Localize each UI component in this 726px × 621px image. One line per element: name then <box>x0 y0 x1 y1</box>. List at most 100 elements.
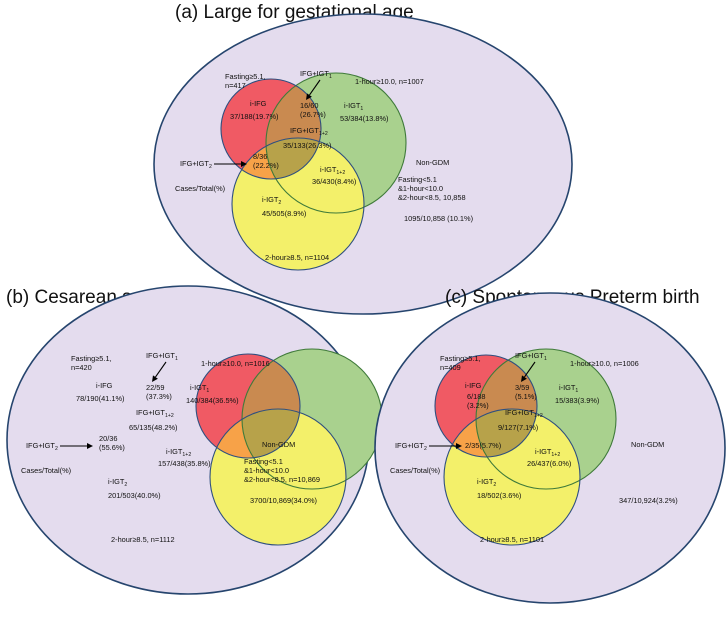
panel-a-i-ifg-value: 37/188(19.7%) <box>230 112 278 121</box>
panel-c-i-ifg-value-line-2: (3.2%) <box>467 401 489 410</box>
panel-a-ifg-igt2-label: IFG+IGT2 <box>180 159 212 170</box>
panel-b: (b) Cesarean sectionFasting≥5.1,n=420IFG… <box>6 285 383 595</box>
panel-b-ifg-igt1-label-text: IFG+IGT <box>146 351 175 360</box>
panel-a-i-ifg-label: i-IFG <box>250 99 267 108</box>
panel-a-i-igt1-label-subscript: 1 <box>360 106 363 112</box>
panel-c-arrow-ifg-igt2-head <box>456 443 462 449</box>
panel-a-i-igt2-label: i-IGT2 <box>262 195 281 206</box>
panel-b-ifg-igt1-value-line-2: (37.3%) <box>146 392 172 401</box>
panel-a-igt2-outline <box>231 137 365 271</box>
panel-c-i-ifg-label: i-IFG <box>465 381 482 390</box>
panel-c-fasting-label-line-2: n=409 <box>440 363 461 372</box>
panel-a-fasting-label-line-2: n=417 <box>225 81 246 90</box>
panel-c-i-igt12-value: 26/437(6.0%) <box>527 459 571 468</box>
panel-a-non-gdm-label: Non-GDM <box>416 158 449 167</box>
panel-a-ifg-igt1-label-subscript: 1 <box>329 74 332 80</box>
panel-b-arrow-ifg-igt1-shaft <box>154 361 167 378</box>
panel-c-i-igt1-label-text: i-IGT <box>559 383 576 392</box>
panel-c: (c) Spontaneous Preterm birthFasting≥5.1… <box>374 287 726 604</box>
panel-b-ifg-igt1-label-subscript: 1 <box>175 356 178 362</box>
panel-b-non-gdm-definition-line-3: &2-hour<8.5, n=10,869 <box>244 475 320 484</box>
panel-b-non-gdm-label: Non-GDM <box>262 440 295 449</box>
panel-c-triple-label-text: IFG+IGT <box>505 408 534 417</box>
panel-c-ifg-igt1-label: IFG+IGT1 <box>515 351 547 362</box>
panel-b-triple-label-text: IFG+IGT <box>136 408 165 417</box>
panel-a-two-hour-label: 2-hour≥8.5, n=1104 <box>265 253 329 262</box>
panel-b-i-ifg-value: 78/190(41.1%) <box>76 394 124 403</box>
panel-c-triple-label: IFG+IGT1+2 <box>505 408 543 419</box>
panel-a-fasting-label-line-1: Fasting≥5.1, <box>225 72 266 81</box>
panel-b-i-igt12-label: i-IGT1+2 <box>166 447 191 458</box>
panel-c-i-igt1-value: 15/383(3.9%) <box>555 396 599 405</box>
panel-b-i-igt12-label-subscript: 1+2 <box>182 452 191 458</box>
panel-c-triple-label-subscript: 1+2 <box>534 413 543 419</box>
panel-a: (a) Large for gestational ageFasting≥5.1… <box>153 2 573 315</box>
panel-c-i-igt2-label-subscript: 2 <box>493 482 496 488</box>
panel-c-i-igt1-label-subscript: 1 <box>575 388 578 394</box>
panel-a-ifg-igt2-overlap <box>232 138 321 179</box>
panel-b-i-ifg-label: i-IFG <box>96 381 113 390</box>
panel-a-ifg-igt1-value-line-1: 16/60 <box>300 101 319 110</box>
panel-a-ifg-igt2-label-text: IFG+IGT <box>180 159 209 168</box>
panel-c-i-igt12-label: i-IGT1+2 <box>535 447 560 458</box>
panel-a-ifg-igt2-value-line-2: (22.2%) <box>253 161 279 170</box>
panel-c-i-igt1-label: i-IGT1 <box>559 383 578 394</box>
panel-a-ifg-igt1-label-text: IFG+IGT <box>300 69 329 78</box>
panel-a-i-igt2-label-subscript: 2 <box>278 200 281 206</box>
panel-b-i-igt1-label-subscript: 1 <box>206 388 209 394</box>
panel-a-i-igt1-value: 53/384(13.8%) <box>340 114 388 123</box>
panel-a-igt1-outline <box>265 72 407 214</box>
panel-b-ifg-igt2-value-line-2: (55.6%) <box>99 443 125 452</box>
panel-c-ifg-igt1-label-text: IFG+IGT <box>515 351 544 360</box>
panel-b-fasting-label-line-1: Fasting≥5.1, <box>71 354 112 363</box>
panel-b-arrow-ifg-igt1-head <box>152 375 158 382</box>
panel-b-ifg-igt2-label-text: IFG+IGT <box>26 441 55 450</box>
panel-c-i-igt12-label-text: i-IGT <box>535 447 552 456</box>
panel-b-non-gdm-definition-line-2: &1-hour<10.0 <box>244 466 289 475</box>
panel-b-i-igt2-label: i-IGT2 <box>108 477 127 488</box>
panel-b-two-hour-label: 2-hour≥8.5, n=1112 <box>111 535 175 544</box>
panel-c-ifg-igt1-value-line-1: 3/59 <box>515 383 529 392</box>
panel-c-arrow-ifg-igt1-shaft <box>523 361 536 378</box>
panel-b-arrow-ifg-igt2-head <box>87 443 93 449</box>
panel-a-i-igt12-label: i-IGT1+2 <box>320 165 345 176</box>
panel-b-ifg-outline <box>195 353 301 459</box>
panel-a-arrow-ifg-igt1-head <box>306 93 312 100</box>
panel-a-non-gdm-definition-line-3: &2-hour<8.5, 10,858 <box>398 193 466 202</box>
panel-b-fasting-label-line-2: n=420 <box>71 363 92 372</box>
panel-c-ifg-igt2-label-subscript: 2 <box>424 446 427 452</box>
panel-c-i-igt2-label-text: i-IGT <box>477 477 494 486</box>
panel-a-ifg-igt1-value-line-2: (26.7%) <box>300 110 326 119</box>
panel-c-ifg-igt1-value-line-2: (5.1%) <box>515 392 537 401</box>
panel-b-i-igt12-value: 157/438(35.8%) <box>158 459 211 468</box>
panel-c-ifg-igt1-label-subscript: 1 <box>544 356 547 362</box>
panel-b-i-igt2-value: 201/503(40.0%) <box>108 491 161 500</box>
panel-b-igt2-outline <box>209 408 347 546</box>
panel-a-i-igt2-label-text: i-IGT <box>262 195 279 204</box>
panel-a-i-igt1-label-text: i-IGT <box>344 101 361 110</box>
panel-c-ifg-igt2-value: 2/35(5.7%) <box>465 441 501 450</box>
panel-a-arrow-ifg-igt2-head <box>241 161 247 167</box>
panel-c-cases-total-label: Cases/Total(%) <box>390 466 440 475</box>
panel-a-non-gdm-value: 1095/10,858 (10.1%) <box>404 214 473 223</box>
panel-b-i-igt1-label-text: i-IGT <box>190 383 207 392</box>
panel-b-ifg-igt2-overlap <box>210 409 300 458</box>
panel-c-i-igt2-label: i-IGT2 <box>477 477 496 488</box>
panel-a-i-igt1-label: i-IGT1 <box>344 101 363 112</box>
panel-c-non-gdm-label: Non-GDM <box>631 440 664 449</box>
panel-b-i-igt2-label-text: i-IGT <box>108 477 125 486</box>
panel-b-cases-total-label: Cases/Total(%) <box>21 466 71 475</box>
panel-a-cases-total-label: Cases/Total(%) <box>175 184 225 193</box>
panel-a-i-igt12-label-subscript: 1+2 <box>336 170 345 176</box>
panel-a-ifg-igt1-label: IFG+IGT1 <box>300 69 332 80</box>
panel-a-ifg-igt2-value-line-1: 8/36 <box>253 152 267 161</box>
panel-b-non-gdm-definition-line-1: Fasting<5.1 <box>244 457 283 466</box>
panel-a-i-igt2-value: 45/505(8.9%) <box>262 209 306 218</box>
panel-c-ifg-outline <box>434 354 538 458</box>
panel-c-fasting-label-line-1: Fasting≥5.1, <box>440 354 481 363</box>
panel-c-arrow-ifg-igt1-head <box>521 375 527 382</box>
panel-b-triple-value: 65/135(48.2%) <box>129 423 177 432</box>
panel-b-i-igt2-label-subscript: 2 <box>124 482 127 488</box>
panel-a-non-gdm-definition-line-1: Fasting<5.1 <box>398 175 437 184</box>
